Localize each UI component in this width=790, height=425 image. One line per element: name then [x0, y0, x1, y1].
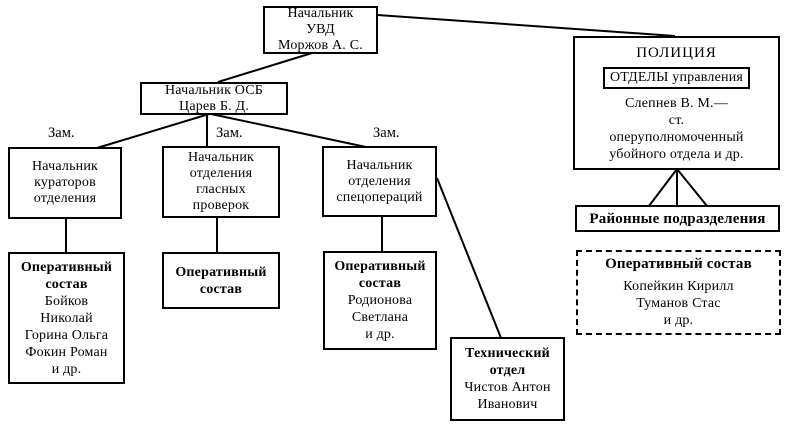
ops-specops-title: Оперативный состав: [334, 258, 425, 292]
text-line: отделения: [33, 191, 97, 206]
text-line: ст.: [668, 113, 685, 128]
text-line: Царев Б. Д.: [179, 98, 249, 114]
node-police: ПОЛИЦИЯ ОТДЕЛЫ управления Слепнев В. М.—…: [573, 36, 780, 170]
text-line: Фокин Роман: [25, 344, 108, 360]
text-line: УВД: [306, 22, 335, 37]
connector-osb-curators: [96, 113, 210, 149]
text-line: и др.: [51, 361, 82, 377]
node-district-units: Районные подразделения: [575, 205, 780, 232]
text-line: отдел: [489, 363, 526, 378]
police-departments-badge: ОТДЕЛЫ управления: [602, 67, 751, 89]
connector-police-district-left: [648, 168, 678, 207]
police-badge-row: ОТДЕЛЫ управления: [602, 67, 751, 95]
text-line: гласных: [196, 182, 246, 197]
text-line: Начальник: [187, 150, 255, 165]
text-line: и др.: [365, 327, 395, 342]
text-line: Начальник ОСБ: [164, 82, 264, 98]
text-line: Иванович: [477, 397, 538, 412]
connector-uvd-osb: [217, 52, 313, 83]
connector-police-district-right: [676, 168, 708, 207]
text-line: состав: [45, 276, 88, 292]
deputy-label-2: Зам.: [214, 125, 245, 142]
deputy-label-1: Зам.: [46, 125, 77, 142]
connector-osb-specops: [210, 113, 367, 148]
connector-uvd-police: [377, 14, 676, 37]
text-line: Туманов Стас: [636, 296, 721, 311]
connector-specops-tech: [436, 177, 502, 339]
text-line: Начальник: [31, 159, 99, 174]
text-line: Горина Ольга: [24, 327, 109, 343]
text-line: Начальник: [287, 6, 354, 21]
text-line: Оперативный: [334, 259, 426, 274]
text-line: Родионова: [347, 293, 413, 308]
text-line: состав: [199, 281, 243, 297]
text-line: Оперативный: [175, 264, 267, 280]
text-line: Чистов Антон: [464, 380, 551, 395]
text-line: состав: [358, 276, 402, 291]
text-line: Технический: [465, 346, 550, 361]
text-line: Николай: [40, 310, 93, 326]
text-line: отделения: [348, 173, 411, 189]
police-detail: Слепнев В. М.— ст. оперуполномоченный убойн…: [609, 95, 743, 163]
text-line: Оперативный: [20, 259, 113, 275]
text-line: Начальник: [346, 157, 413, 173]
text-line: убойного отдела и др.: [609, 147, 744, 162]
text-line: Копейкин Кирилл: [623, 279, 734, 294]
text-line: оперуполномоченный: [609, 130, 744, 145]
ops-district-title: Оперативный состав: [605, 256, 752, 272]
text-line: и др.: [663, 313, 694, 328]
text-line: Моржов А. С.: [278, 38, 363, 53]
text-line: кураторов: [34, 175, 96, 190]
text-line: отделения: [189, 166, 253, 181]
text-line: проверок: [192, 198, 250, 213]
text-line: Бойков: [44, 293, 89, 309]
deputy-label-3: Зам.: [371, 125, 402, 142]
tech-dept-title: Технический отдел: [465, 345, 550, 379]
text-line: Слепнев В. М.—: [625, 96, 728, 111]
text-line: спецопераций: [336, 189, 423, 205]
police-title: ПОЛИЦИЯ: [636, 45, 717, 61]
text-line: Светлана: [351, 310, 409, 325]
